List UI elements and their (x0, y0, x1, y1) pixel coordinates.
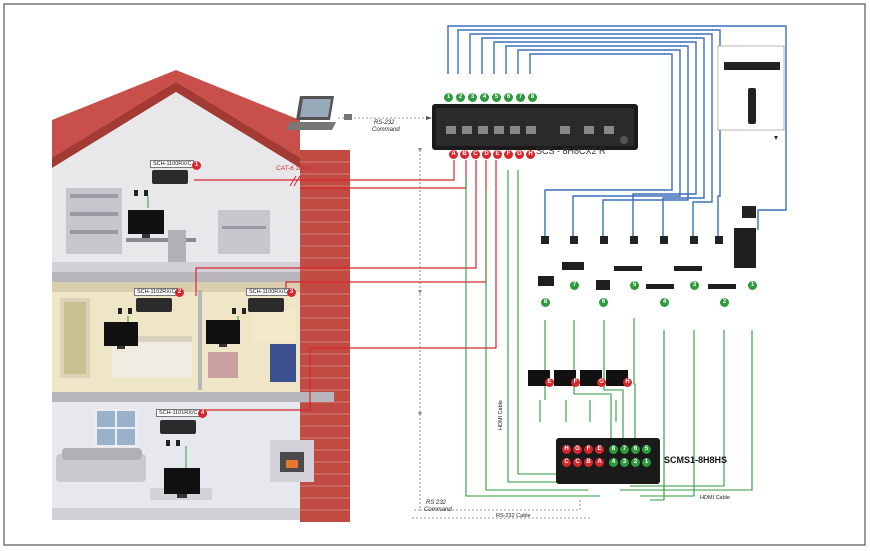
receiver-box-2 (136, 298, 172, 312)
tv-middle-right (206, 320, 240, 347)
hdmi-in-top-5: 8 (609, 445, 618, 454)
rs232-top-label-2: Command (372, 127, 400, 133)
input-badge-4: 4 (480, 93, 489, 102)
receiver-box-1 (152, 170, 188, 184)
tv-badge-g: G (597, 378, 606, 387)
receiver-label-2: SCH-1102RX/C (134, 288, 179, 296)
input-badge-8: 8 (528, 93, 537, 102)
receiver-badge-3: 3 (287, 288, 296, 297)
receiver-badge-4: 4 (198, 409, 207, 418)
rs232-bottom-label-2: Command (424, 507, 452, 513)
source-badge-2: 2 (720, 298, 729, 307)
output-badge-h: H (526, 150, 535, 159)
rs232-bottom-label-1: RS 232 (426, 500, 447, 506)
input-badge-7: 7 (516, 93, 525, 102)
hdmi-in-top-4: E (595, 445, 604, 454)
hdmi-in-top-1: H (562, 445, 571, 454)
hdmi-cable-vertical-label: HDMI Cable (498, 400, 504, 430)
tv-badge-e: E (545, 378, 554, 387)
hdmi-in-top-7: 6 (631, 445, 640, 454)
input-badge-6: 6 (504, 93, 513, 102)
tv-top (128, 210, 164, 238)
source-badge-8: 8 (541, 298, 550, 307)
source-badge-7: 7 (570, 281, 579, 290)
receiver-badge-1: 1 (192, 161, 201, 170)
output-badge-d: D (482, 150, 491, 159)
hdmi-in-top-8: 5 (642, 445, 651, 454)
output-badge-b: B (460, 150, 469, 159)
rs232-lines (338, 117, 590, 519)
tv-bottom (164, 468, 200, 498)
output-badge-a: A (449, 150, 458, 159)
receiver-box-3 (248, 298, 284, 312)
rs232-top-label-1: RS-232 (374, 120, 395, 126)
source-badge-4: 4 (660, 298, 669, 307)
tv-middle-left (104, 322, 138, 349)
input-badge-3: 3 (468, 93, 477, 102)
source-badge-6: 6 (599, 298, 608, 307)
hdmi-in-bottom-5: 4 (609, 458, 618, 467)
hdmi-in-top-2: G (573, 445, 582, 454)
receiver-label-4: SCH-1101RX/C (156, 409, 201, 417)
input-badge-2: 2 (456, 93, 465, 102)
receiver-label-3: SCH-1100RX/C (246, 288, 291, 296)
hdmi-in-bottom-1: C (562, 458, 571, 467)
matrix-label: SCS - 8H8CX2 R (536, 146, 606, 156)
input-badge-1: 1 (444, 93, 453, 102)
laptop-icon (286, 96, 336, 130)
input-badge-5: 5 (492, 93, 501, 102)
output-badge-f: F (504, 150, 513, 159)
receiver-label-1: SCH-1100RX/C (150, 160, 195, 168)
hdmi-in-bottom-8: 1 (642, 458, 651, 467)
output-badge-e: E (493, 150, 502, 159)
cat6-label: CAT-6 100m (276, 165, 312, 172)
hdmi-in-bottom-6: 3 (620, 458, 629, 467)
hdmi-in-bottom-2: C (573, 458, 582, 467)
hdmi-matrix-label: SCMS1-8H8HS (664, 455, 728, 465)
matrix-switcher (432, 104, 638, 150)
source-badge-1: 1 (748, 281, 757, 290)
hdmi-in-bottom-7: 2 (631, 458, 640, 467)
rs232-cable-label: RS-232 Cable (496, 513, 531, 519)
receiver-badge-2: 2 (175, 288, 184, 297)
tv-row (528, 370, 628, 386)
hdmi-in-bottom-3: B (584, 458, 593, 467)
hdmi-in-top-3: F (584, 445, 593, 454)
receiver-box-4 (160, 420, 196, 434)
source-badge-3: 3 (690, 281, 699, 290)
source-badge-5: 5 (630, 281, 639, 290)
source-devices (538, 228, 756, 290)
tv-badge-h: H (623, 378, 632, 387)
hdmi-in-top-6: 7 (620, 445, 629, 454)
output-badge-c: C (471, 150, 480, 159)
tv-badge-f: F (571, 378, 580, 387)
output-badge-g: G (515, 150, 524, 159)
hdmi-cable-label: HDMI Cable (700, 495, 730, 501)
hdmi-in-bottom-4: A (595, 458, 604, 467)
